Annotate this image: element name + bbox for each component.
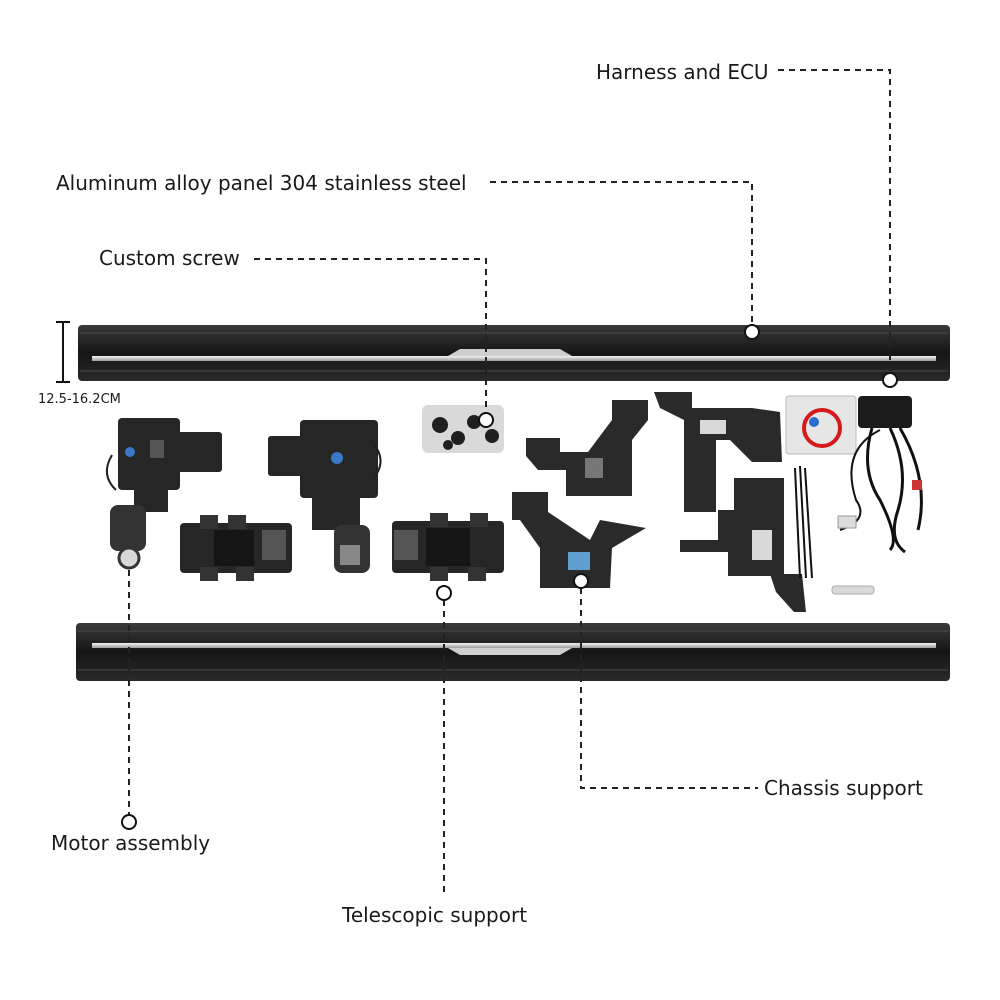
- tube-accessory: [831, 585, 875, 595]
- stainless-strip: [92, 356, 936, 361]
- chassis-bracket-2: [512, 492, 646, 588]
- stainless-strip: [92, 643, 936, 648]
- fuse-bag: [785, 395, 857, 455]
- running-board-top: [78, 325, 950, 381]
- pin-custom-screw: [478, 412, 494, 428]
- motor-assembly-right: [268, 420, 382, 573]
- label-panel-material: Aluminum alloy panel 304 stainless steel: [56, 171, 467, 195]
- custom-screw-bag: [422, 405, 504, 453]
- callout-pins: [121, 324, 898, 830]
- pin-harness-ecu: [882, 372, 898, 388]
- pin-motor-assembly: [121, 814, 137, 830]
- label-motor-assembly: Motor assembly: [51, 831, 211, 855]
- chassis-bracket-1: [526, 400, 648, 496]
- chassis-bracket-3: [654, 392, 782, 512]
- leader-lines: [128, 69, 891, 896]
- leader-chassis-support: [580, 588, 758, 789]
- label-height-range: 12.5-16.2CM: [38, 392, 121, 407]
- pin-chassis-support: [573, 573, 589, 589]
- running-board-bottom: [76, 623, 950, 681]
- motor-assembly-left: [105, 418, 222, 570]
- leader-harness-ecu: [778, 69, 891, 380]
- label-chassis-support: Chassis support: [764, 776, 923, 800]
- harness-ecu: [837, 396, 923, 554]
- leader-panel-material: [490, 181, 753, 332]
- telescopic-support-left: [180, 515, 292, 581]
- label-custom-screw: Custom screw: [99, 246, 240, 270]
- pin-panel-material: [744, 324, 760, 340]
- height-dimension-marker: [56, 321, 70, 383]
- telescopic-support-right: [392, 513, 504, 581]
- pin-telescopic-support: [436, 585, 452, 601]
- leader-custom-screw: [254, 258, 487, 420]
- cable-ties: [794, 465, 813, 579]
- label-harness-ecu: Harness and ECU: [596, 60, 769, 84]
- label-telescopic-support: Telescopic support: [342, 903, 528, 927]
- chassis-bracket-4: [680, 478, 806, 612]
